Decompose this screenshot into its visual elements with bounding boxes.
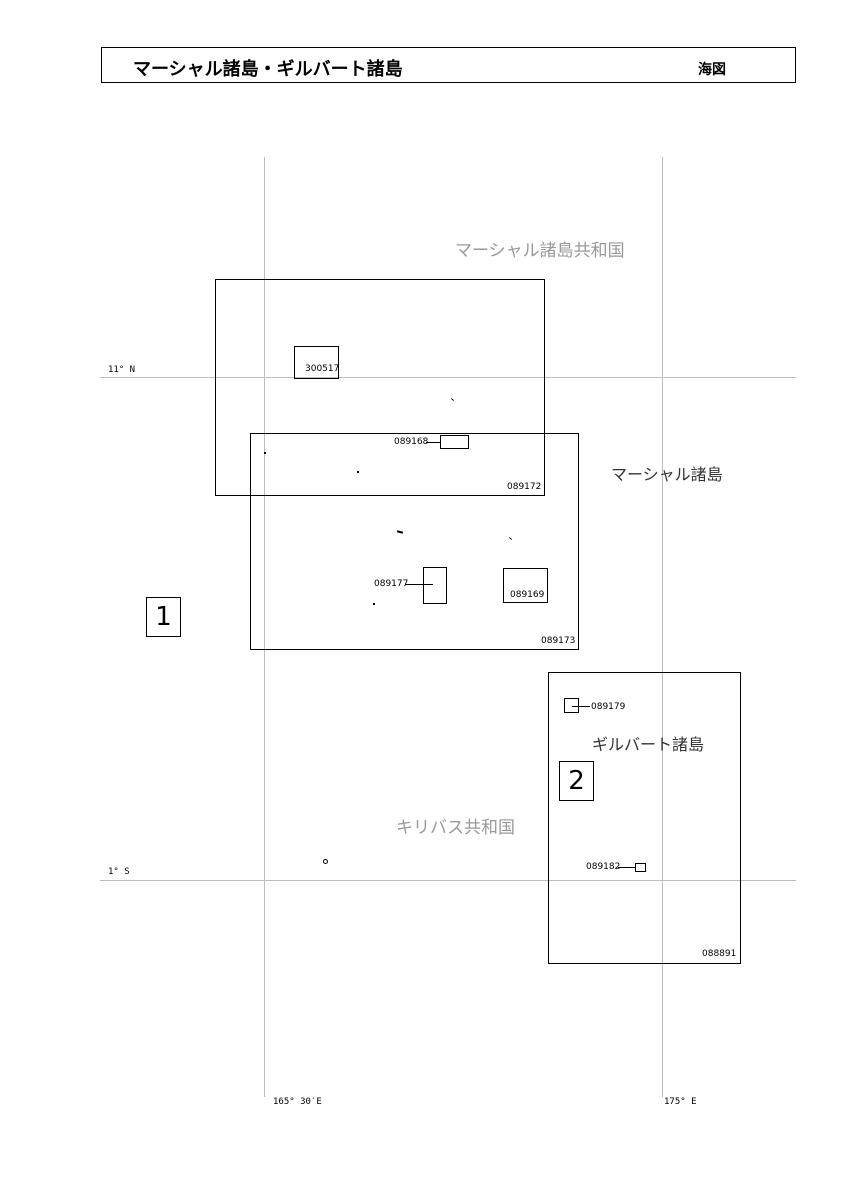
- area-label-kiribati: キリバス共和国: [396, 818, 515, 838]
- area-label-marshall-republic: マーシャル諸島共和国: [455, 241, 625, 261]
- parallel-top: [100, 377, 796, 378]
- chart-089182-label: 089182: [586, 862, 621, 872]
- island-mark: [264, 452, 266, 454]
- chart-089169-box[interactable]: [503, 568, 548, 603]
- index-sheet-2[interactable]: 2: [559, 761, 594, 801]
- chart-089177-box[interactable]: [423, 567, 447, 604]
- meridian-left: [264, 157, 265, 1097]
- island-mark: [357, 471, 359, 473]
- chart-089179-leader: [572, 706, 590, 707]
- chart-089172-box[interactable]: [215, 279, 545, 496]
- longitude-label-right: 175° E: [664, 1097, 697, 1107]
- latitude-label-top: 11° N: [108, 365, 136, 375]
- chart-089168-leader: [426, 442, 440, 443]
- island-mark: [373, 603, 375, 605]
- chart-089177-label: 089177: [374, 579, 409, 589]
- latitude-label-bottom: 1° S: [108, 867, 130, 877]
- chart-300517-label: 300517: [305, 364, 340, 374]
- longitude-label-left: 165° 30′E: [273, 1097, 322, 1107]
- area-label-gilbert-islands: ギルバート諸島: [592, 735, 705, 754]
- chart-089182-leader: [618, 867, 636, 868]
- chart-088891-box[interactable]: [548, 672, 741, 964]
- page-type-label: 海図: [698, 62, 726, 78]
- chart-089172-label: 089172: [507, 482, 542, 492]
- island-mark: [323, 859, 328, 864]
- page-title: マーシャル諸島・ギルバート諸島: [133, 59, 403, 80]
- chart-089173-label: 089173: [541, 636, 576, 646]
- chart-088891-label: 088891: [702, 949, 737, 959]
- area-label-marshall-islands: マーシャル諸島: [611, 465, 723, 484]
- chart-089168-label: 089168: [394, 437, 429, 447]
- chart-089177-leader: [405, 584, 433, 585]
- parallel-bottom: [100, 880, 796, 881]
- chart-089179-box[interactable]: [564, 698, 579, 713]
- chart-089168-box[interactable]: [440, 435, 469, 449]
- chart-089173-box[interactable]: [250, 433, 579, 650]
- chart-089182-box[interactable]: [635, 863, 646, 872]
- title-frame: [101, 47, 796, 83]
- chart-089179-label: 089179: [591, 702, 626, 712]
- chart-089169-label: 089169: [510, 590, 545, 600]
- index-sheet-1[interactable]: 1: [146, 597, 181, 637]
- meridian-right: [662, 157, 663, 1097]
- chart-300517-box[interactable]: [294, 346, 339, 379]
